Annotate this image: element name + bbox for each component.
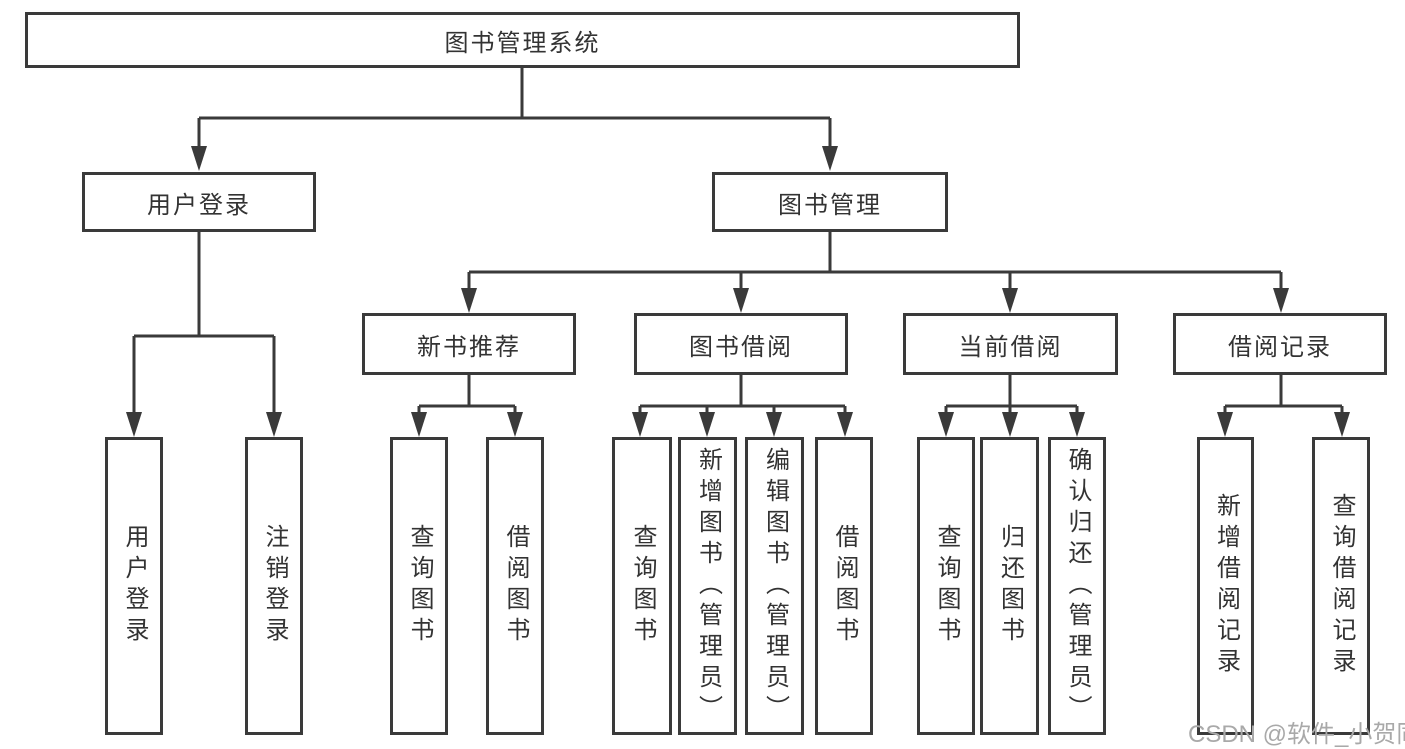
leaf-borrowing-borrow-books-label: 借阅图书	[831, 524, 858, 648]
leaf-borrowing-borrow-books: 借阅图书	[815, 437, 873, 735]
leaf-current-confirm-return-admin: 确认归还（管理员）	[1048, 437, 1106, 735]
node-user-login-label: 用户登录	[147, 191, 251, 219]
node-book-management: 图书管理	[712, 172, 948, 232]
leaf-recommend-borrow-books: 借阅图书	[486, 437, 544, 735]
leaf-records-add-record-label: 新增借阅记录	[1212, 493, 1240, 679]
leaf-borrowing-add-books-admin-label: 新增图书（管理员）	[694, 446, 722, 726]
leaf-logout: 注销登录	[245, 437, 303, 735]
leaf-current-return-books-label: 归还图书	[996, 524, 1024, 648]
leaf-current-return-books: 归还图书	[980, 437, 1039, 735]
leaf-recommend-query-books-label: 查询图书	[406, 524, 433, 648]
node-current-borrowing: 当前借阅	[903, 313, 1118, 375]
node-user-login: 用户登录	[82, 172, 316, 232]
leaf-records-add-record: 新增借阅记录	[1197, 437, 1254, 735]
leaf-records-query-record-label: 查询借阅记录	[1328, 493, 1355, 679]
node-book-borrowing-label: 图书借阅	[689, 333, 793, 361]
leaf-borrowing-edit-books-admin: 编辑图书（管理员）	[745, 437, 804, 735]
node-book-borrowing: 图书借阅	[634, 313, 848, 375]
csdn-watermark: CSDN @软件_小贺同学	[1188, 721, 1405, 748]
node-borrow-records: 借阅记录	[1173, 313, 1387, 375]
leaf-borrowing-add-books-admin: 新增图书（管理员）	[678, 437, 737, 735]
node-current-borrowing-label: 当前借阅	[958, 333, 1063, 361]
leaf-records-query-record: 查询借阅记录	[1312, 437, 1370, 735]
node-library-system: 图书管理系统	[25, 12, 1020, 68]
leaf-logout-label: 注销登录	[261, 524, 288, 648]
leaf-user-login-label: 用户登录	[121, 524, 148, 648]
leaf-borrowing-edit-books-admin-label: 编辑图书（管理员）	[761, 446, 789, 726]
leaf-current-query-books: 查询图书	[917, 437, 975, 735]
node-library-system-label: 图书管理系统	[444, 29, 601, 57]
node-book-management-label: 图书管理	[778, 191, 882, 219]
leaf-current-confirm-return-admin-label: 确认归还（管理员）	[1064, 446, 1091, 726]
leaf-recommend-query-books: 查询图书	[390, 437, 448, 735]
node-borrow-records-label: 借阅记录	[1228, 333, 1332, 361]
leaf-recommend-borrow-books-label: 借阅图书	[502, 524, 529, 648]
node-new-book-recommend-label: 新书推荐	[417, 333, 521, 361]
leaf-current-query-books-label: 查询图书	[933, 524, 960, 648]
leaf-borrowing-query-books: 查询图书	[612, 437, 672, 735]
leaf-user-login: 用户登录	[105, 437, 163, 735]
leaf-borrowing-query-books-label: 查询图书	[629, 524, 656, 648]
node-new-book-recommend: 新书推荐	[362, 313, 576, 375]
